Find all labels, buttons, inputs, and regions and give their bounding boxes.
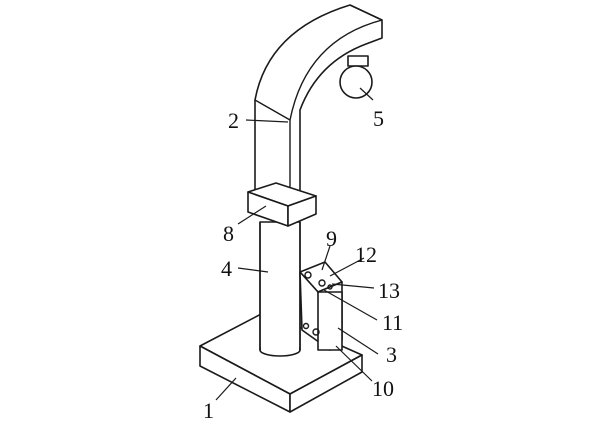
label-10: 10	[372, 376, 394, 401]
label-3: 3	[386, 342, 397, 367]
label-5: 5	[373, 106, 384, 131]
label-8: 8	[223, 221, 234, 246]
label-11: 11	[382, 310, 403, 335]
column	[259, 221, 301, 357]
label-9: 9	[326, 226, 337, 251]
label-1: 1	[203, 398, 214, 423]
reference-numerals: 1 2 3 4 5 8 9 10 11 12 13	[203, 106, 403, 423]
leader-lines	[215, 87, 379, 401]
lamp-ball	[339, 55, 373, 99]
label-13: 13	[378, 278, 400, 303]
label-12: 12	[355, 242, 377, 267]
clamp-sleeve	[247, 182, 317, 227]
control-box	[299, 261, 343, 351]
curved-arm	[254, 4, 383, 206]
label-4: 4	[221, 256, 232, 281]
label-2: 2	[228, 108, 239, 133]
